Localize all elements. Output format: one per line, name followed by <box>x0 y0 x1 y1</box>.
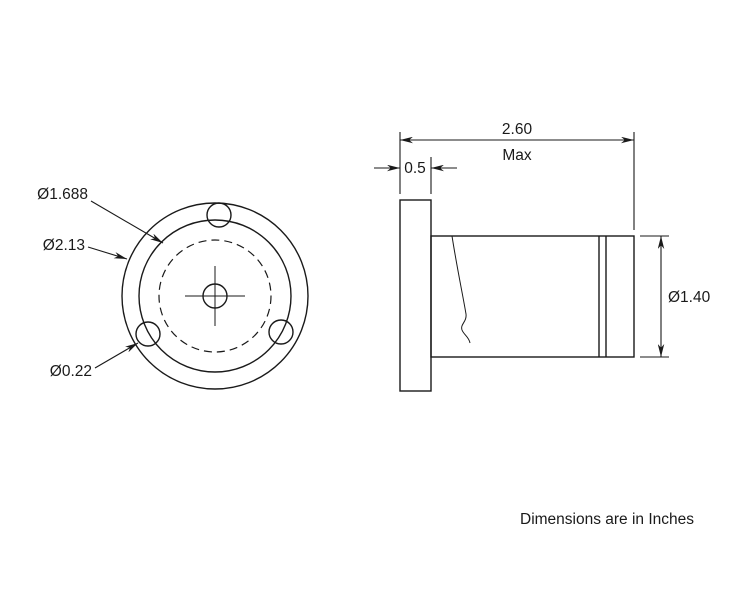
leader-outer-dia <box>87 246 128 260</box>
bolt-hole-right <box>268 319 294 345</box>
flange-profile <box>399 199 432 392</box>
label-overall-length-note: Max <box>502 147 532 164</box>
dim-overall-length: 2.60 Max <box>399 121 635 230</box>
dim-body-diameter: Ø1.40 <box>640 235 711 358</box>
dim-flange-width: 0.5 <box>374 157 457 194</box>
label-hole-dia: Ø0.22 <box>50 363 92 380</box>
units-note: Dimensions are in Inches <box>520 511 694 528</box>
label-outer-dia: Ø2.13 <box>43 237 85 254</box>
label-body-diameter: Ø1.40 <box>668 289 711 306</box>
leader-bolt-circle-dia <box>90 200 164 244</box>
front-view: Ø1.688 Ø2.13 Ø0.22 <box>37 186 309 390</box>
body-profile <box>430 235 635 358</box>
body-contour-line <box>451 235 471 344</box>
hidden-body-circle <box>158 239 272 353</box>
label-overall-length: 2.60 <box>502 121 533 138</box>
side-view: 2.60 Max 0.5 Ø1.40 <box>374 121 711 392</box>
bolt-hole-left <box>135 321 161 347</box>
leader-hole-dia <box>94 342 139 369</box>
bolt-circle <box>138 219 292 373</box>
bolt-hole-top <box>206 202 232 228</box>
label-bolt-circle-dia: Ø1.688 <box>37 186 88 203</box>
label-flange-width: 0.5 <box>404 160 426 177</box>
